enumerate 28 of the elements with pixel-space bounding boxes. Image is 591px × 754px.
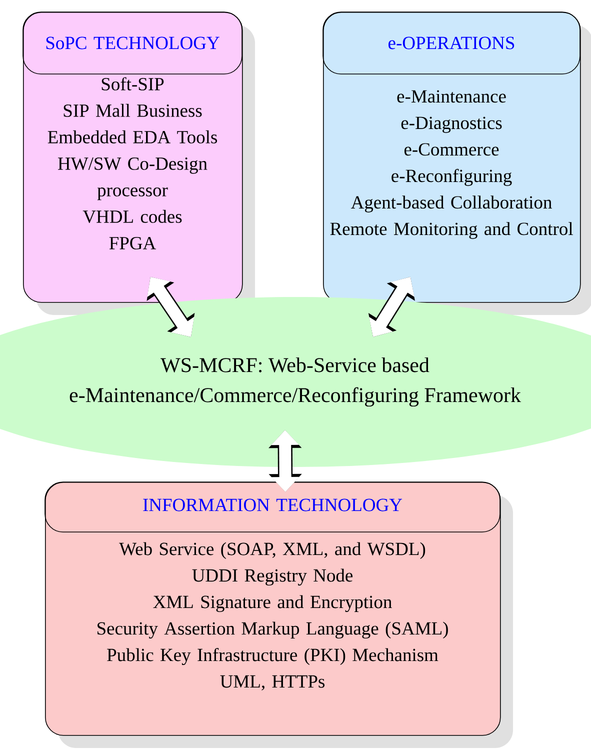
box-heading: INFORMATION TECHNOLOGY xyxy=(143,498,402,512)
box-heading: e-OPERATIONS xyxy=(388,36,514,50)
node-label: FPGA xyxy=(109,236,156,250)
node-label: e-Commerce xyxy=(404,143,499,156)
item-list: Web Service (SOAP, XML, and WSDL) UDDI Registry Node XML Signature and Encryption Security Assertion Markup Language (SAML) Public Key Infrastructure (PKI) Mechanism UML, HTTPs xyxy=(98,542,448,690)
node-label: Security Assertion Markup Language (SAML) xyxy=(98,622,448,639)
node-label: Public Key Infrastructure (PKI) Mechanism xyxy=(107,648,438,666)
node-label: UDDI Registry Node xyxy=(192,568,353,586)
node-label: UML, HTTPs xyxy=(220,675,325,690)
node-label: e-Reconfiguring xyxy=(392,168,512,186)
node-label: processor xyxy=(97,188,168,200)
node-label: e-Diagnostics xyxy=(401,116,502,133)
node-label: Soft-SIP xyxy=(102,77,164,90)
node-label: XML Signature and Encryption xyxy=(153,595,392,612)
category-box xyxy=(22,12,255,315)
node-label: Web Service (SOAP, XML, and WSDL) xyxy=(119,542,426,559)
node-label: e-Maintenance xyxy=(397,90,506,103)
category-box xyxy=(44,482,513,748)
node-label: HW/SW Co-Design xyxy=(58,157,208,174)
item-list: e-Maintenance e-Diagnostics e-Commerce e-Reconfiguring Agent-based Collaboration Remote Monitoring and Control xyxy=(330,90,573,239)
node-label: Remote Monitoring and Control xyxy=(330,222,573,239)
node-label: VHDL codes xyxy=(82,210,182,224)
node-label: SIP Mall Business xyxy=(64,104,202,117)
box-heading: SoPC TECHNOLOGY xyxy=(46,36,220,50)
item-list: Soft-SIP SIP Mall Business Embedded EDA Tools HW/SW Co-Design processor VHDL codes FPGA xyxy=(48,77,218,250)
node-label: Agent-based Collaboration xyxy=(350,196,552,212)
category-box xyxy=(322,12,591,315)
node-label: Embedded EDA Tools xyxy=(48,130,218,144)
